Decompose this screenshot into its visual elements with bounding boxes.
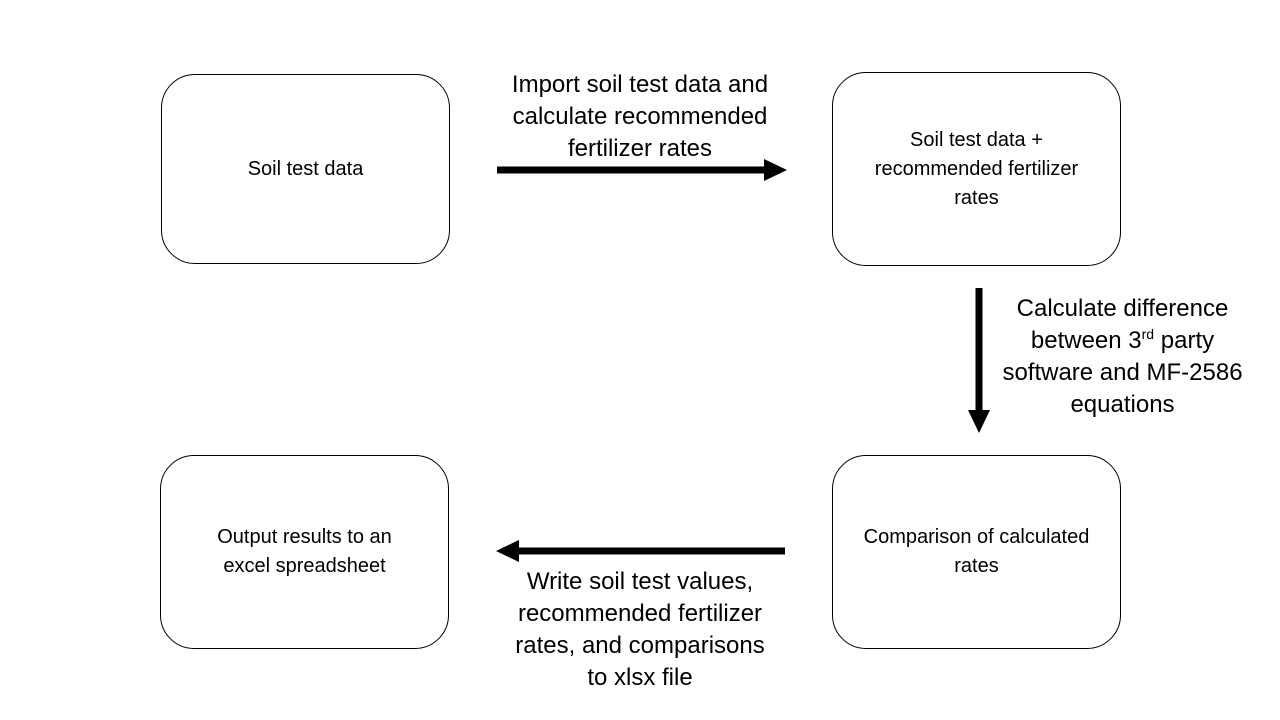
- calc-label-line-4: equations: [1070, 391, 1175, 418]
- write-label-line-4: to xlsx file: [587, 664, 693, 691]
- arrow-import-to-rates: [497, 159, 787, 181]
- write-label-line-1: Write soil test values,: [526, 568, 754, 595]
- rates-box-line-2: recommended fertilizer: [874, 157, 1079, 180]
- calc-label-line-2-pre: between 3: [1030, 327, 1142, 354]
- calc-label-line-3: software and MF-2586: [1002, 359, 1243, 386]
- write-step-label: Write soil test values, recommended fert…: [495, 566, 785, 694]
- write-label-line-3: rates, and comparisons: [515, 632, 765, 659]
- comparison-box-line-1: Comparison of calculated: [863, 526, 1090, 548]
- calc-label-line-1: Calculate difference: [1016, 295, 1229, 322]
- import-label-line-2: calculate recommended: [512, 103, 768, 130]
- output-box-line-2: excel spreadsheet: [223, 555, 386, 577]
- soil-test-data-text: Soil test data: [247, 157, 364, 180]
- calc-label-superscript: rd: [1141, 326, 1155, 342]
- output-box-line-1: Output results to an: [217, 526, 392, 548]
- import-label-line-1: Import soil test data and: [511, 71, 769, 98]
- arrow-comparison-to-output: [496, 540, 785, 562]
- calculate-difference-label: Calculate difference between 3rd party s…: [990, 293, 1255, 421]
- rates-box-line-1: Soil test data +: [910, 128, 1043, 151]
- comparison-box: Comparison of calculated rates: [832, 455, 1121, 649]
- arrow-rates-to-comparison: [968, 288, 990, 433]
- soil-test-data-plus-rates-box: Soil test data + recommended fertilizer …: [832, 72, 1121, 266]
- write-label-line-2: recommended fertilizer: [517, 600, 763, 627]
- import-step-label: Import soil test data and calculate reco…: [490, 69, 790, 165]
- comparison-box-line-2: rates: [954, 555, 999, 577]
- soil-test-data-box: Soil test data: [161, 74, 450, 264]
- import-label-line-3: fertilizer rates: [567, 135, 713, 162]
- calc-label-line-2: between 3rd party: [990, 325, 1255, 357]
- rates-box-line-3: rates: [954, 186, 999, 209]
- output-results-box: Output results to an excel spreadsheet: [160, 455, 449, 649]
- calc-label-line-2-post: party: [1154, 327, 1215, 354]
